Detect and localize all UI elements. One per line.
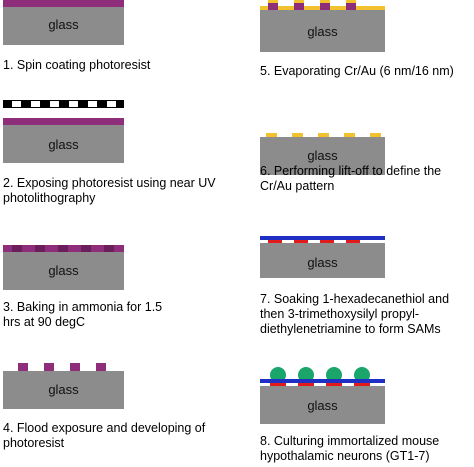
photoresist-feature — [320, 3, 330, 10]
photoresist-layer — [3, 0, 124, 7]
step-7-caption: 7. Soaking 1-hexadecanethiol and then 3-… — [260, 292, 450, 336]
photoresist-feature — [70, 363, 80, 371]
photoresist-feature — [346, 3, 356, 10]
glass-substrate — [3, 125, 124, 163]
photoresist-feature — [18, 363, 28, 371]
mask-opening — [12, 101, 21, 107]
silane-sam-region — [346, 240, 360, 243]
thiol-sam-layer — [260, 236, 385, 240]
silane-sam-region — [326, 383, 342, 386]
gold-pattern — [370, 133, 381, 137]
glass-substrate — [260, 137, 385, 175]
gold-cap — [294, 0, 304, 3]
step-6-caption: 6. Performing lift-off to define the Cr/… — [260, 164, 442, 193]
mask-opening — [107, 101, 116, 107]
crosslinked-region — [104, 245, 114, 252]
mask-opening — [88, 101, 97, 107]
glass-label: glass — [307, 24, 338, 39]
gold-cap — [268, 0, 278, 3]
thiol-sam-layer — [260, 379, 385, 383]
silane-sam-region — [294, 240, 308, 243]
crosslinked-region — [58, 245, 68, 252]
silane-sam-region — [298, 383, 314, 386]
crosslinked-region — [35, 245, 45, 252]
crosslinked-region — [81, 245, 91, 252]
step-2-caption: 2. Exposing photoresist using near UV ph… — [3, 176, 216, 205]
glass-substrate — [260, 386, 385, 424]
glass-label: glass — [48, 137, 79, 152]
photoresist-layer — [3, 118, 124, 125]
silane-sam-region — [268, 240, 282, 243]
photoresist-feature — [96, 363, 106, 371]
glass-substrate — [260, 10, 385, 52]
step-3-caption: 3. Baking in ammonia for 1.5 hrs at 90 d… — [3, 300, 163, 329]
photoresist-feature — [294, 3, 304, 10]
glass-substrate — [260, 243, 385, 278]
step-4-caption: 4. Flood exposure and developing of phot… — [3, 421, 206, 450]
mask-opening — [31, 101, 40, 107]
gold-pattern — [344, 133, 355, 137]
glass-substrate — [3, 252, 124, 290]
step-8-caption: 8. Culturing immortalized mouse hypothal… — [260, 434, 440, 463]
photoresist-feature — [268, 3, 278, 10]
gold-pattern — [292, 133, 303, 137]
glass-label: glass — [307, 255, 338, 270]
glass-label: glass — [307, 398, 338, 413]
photomask — [3, 100, 124, 108]
photoresist-feature — [44, 363, 54, 371]
crosslinked-region — [12, 245, 22, 252]
glass-label: glass — [48, 17, 79, 32]
gold-pattern — [266, 133, 277, 137]
glass-label: glass — [48, 263, 79, 278]
gold-cap — [320, 0, 330, 3]
glass-label: glass — [307, 148, 338, 163]
mask-opening — [69, 101, 78, 107]
glass-substrate — [3, 7, 124, 45]
glass-substrate — [3, 371, 124, 409]
step-1-caption: 1. Spin coating photoresist — [3, 58, 151, 72]
silane-sam-region — [354, 383, 370, 386]
silane-sam-region — [270, 383, 286, 386]
gold-cap — [346, 0, 356, 3]
mask-opening — [50, 101, 59, 107]
gold-pattern — [318, 133, 329, 137]
silane-sam-region — [320, 240, 334, 243]
step-5-caption: 5. Evaporating Cr/Au (6 nm/16 nm) — [260, 64, 454, 78]
glass-label: glass — [48, 382, 79, 397]
